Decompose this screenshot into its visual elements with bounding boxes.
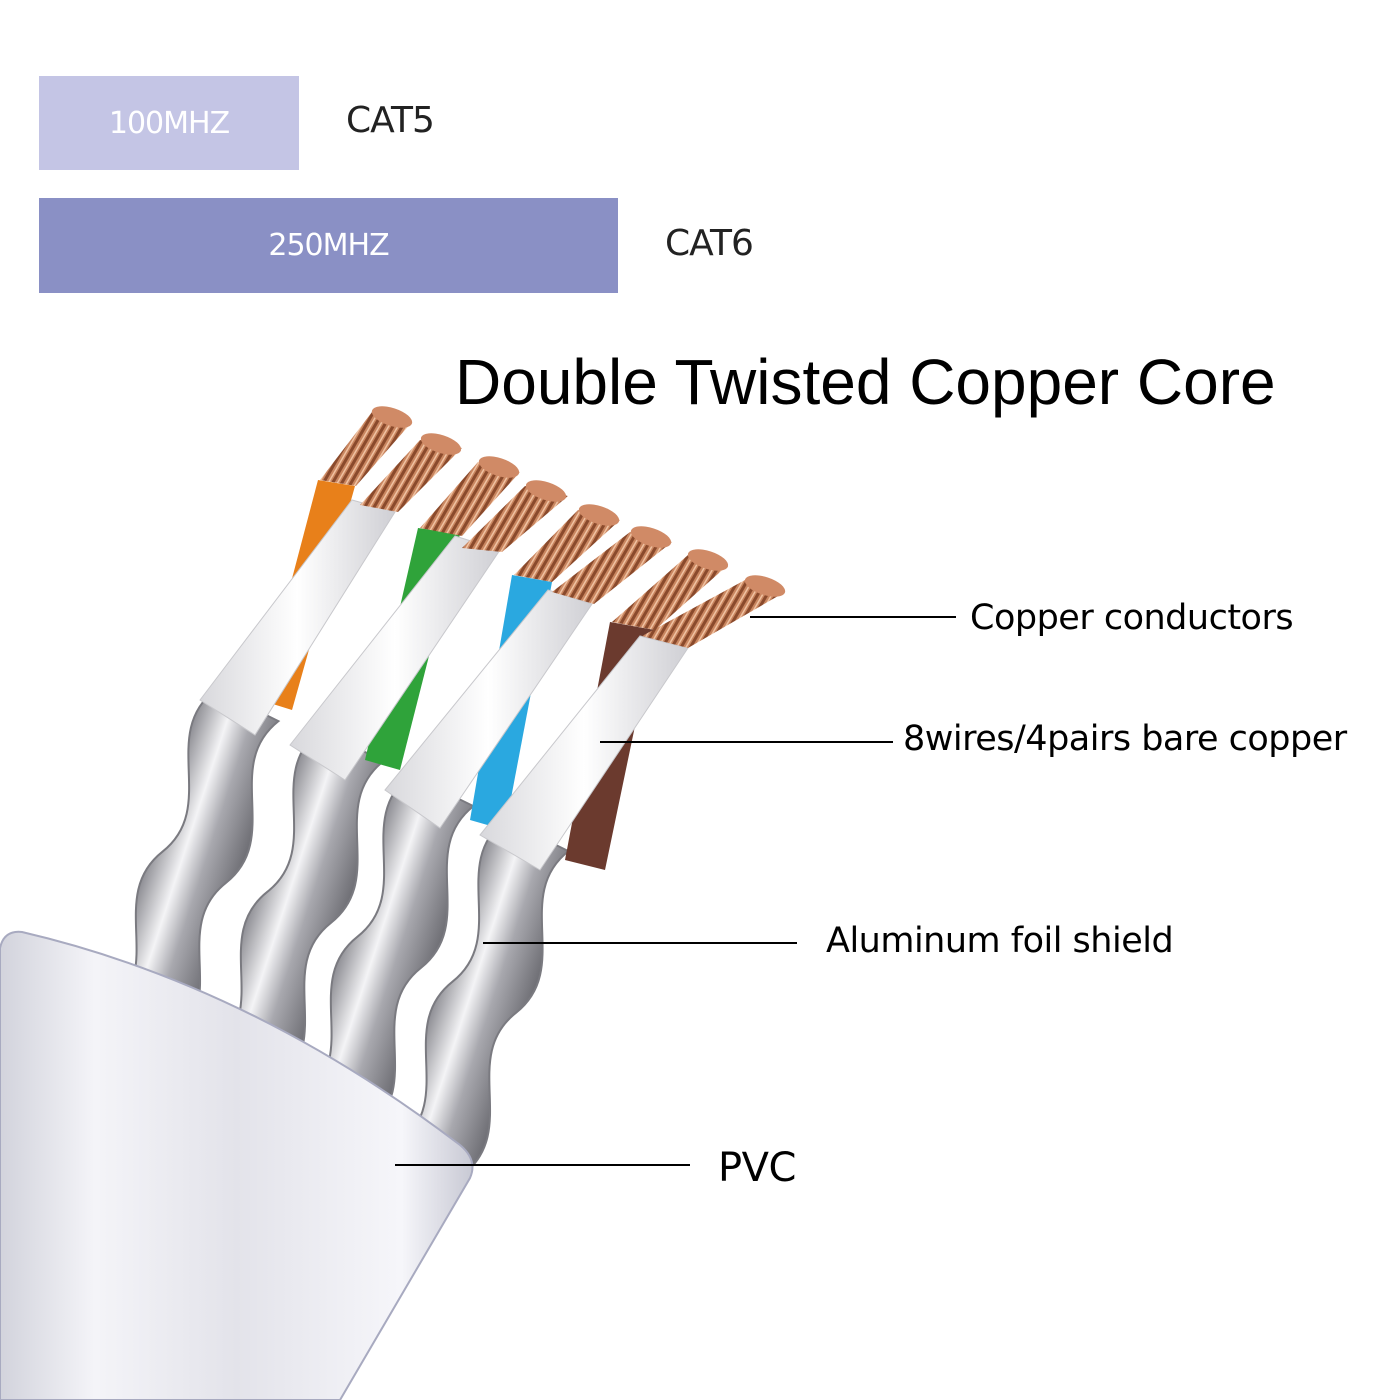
cat5-category-label: CAT5 bbox=[346, 100, 435, 141]
foil-shielded-pairs bbox=[108, 688, 571, 1176]
copper-conductors bbox=[320, 406, 786, 648]
callout-pvc: PVC bbox=[718, 1145, 796, 1191]
callout-8wires-4pairs: 8wires/4pairs bare copper bbox=[903, 719, 1347, 759]
bar-cat5-frequency: 100MHZ bbox=[39, 76, 299, 170]
pvc-jacket bbox=[0, 930, 474, 1400]
bar-cat5-label: 100MHZ bbox=[108, 105, 230, 141]
diagram-title: Double Twisted Copper Core bbox=[455, 346, 1276, 418]
cat6-category-label: CAT6 bbox=[665, 223, 754, 264]
white-wires bbox=[199, 499, 689, 871]
callout-copper-conductors: Copper conductors bbox=[970, 598, 1294, 638]
callout-aluminum-foil-shield: Aluminum foil shield bbox=[826, 921, 1174, 961]
bar-cat6-label: 250MHZ bbox=[268, 228, 389, 263]
bar-cat6-frequency: 250MHZ bbox=[39, 198, 618, 293]
